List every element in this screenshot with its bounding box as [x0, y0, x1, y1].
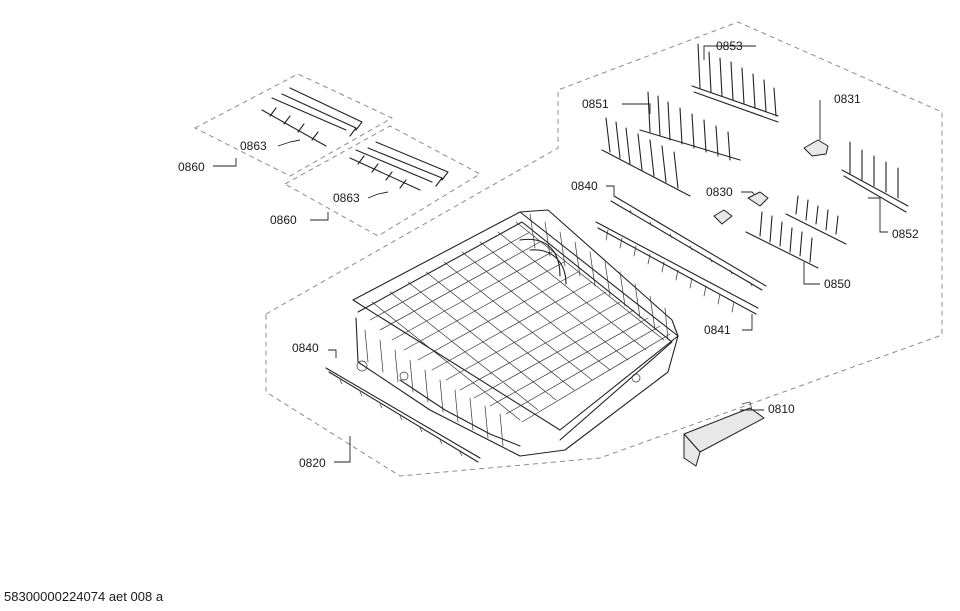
basket-group-outline [265, 21, 943, 477]
label-0820: 0820 [299, 456, 326, 470]
label-0810: 0810 [768, 402, 795, 416]
upper-basket [352, 209, 679, 457]
tine-rack-0852 [841, 141, 909, 213]
label-0853: 0853 [716, 39, 743, 53]
label-0850: 0850 [824, 277, 851, 291]
label-0840-bottom: 0840 [292, 341, 319, 355]
label-0840-top: 0840 [571, 179, 598, 193]
label-0841: 0841 [704, 323, 731, 337]
label-0831: 0831 [834, 92, 861, 106]
rail-0841 [595, 221, 759, 315]
tine-rack-0853 [691, 43, 779, 123]
label-0863-a: 0863 [240, 139, 267, 153]
accessory-rack-0863-upper [261, 87, 363, 147]
label-0863-b: 0863 [333, 191, 360, 205]
rail-0840-bottom [325, 367, 481, 463]
cover-0810 [683, 401, 765, 467]
clip-0830-a [747, 191, 769, 207]
accessory-group-outline-lower [283, 125, 482, 237]
label-0860-a: 0860 [178, 160, 205, 174]
label-0852: 0852 [892, 227, 919, 241]
rail-0840-top [610, 195, 767, 291]
accessory-rack-0863-lower [349, 141, 449, 191]
label-0830: 0830 [706, 185, 733, 199]
tine-rack-0851 [601, 91, 741, 197]
document-id: 58300000224074 aet 008 a [4, 589, 164, 604]
label-0860-b: 0860 [270, 213, 297, 227]
clip-0831 [803, 139, 829, 157]
tine-rack-0850 [745, 195, 847, 269]
clip-0830-b [713, 209, 733, 225]
label-0851: 0851 [582, 97, 609, 111]
accessory-group-outline-upper [193, 73, 394, 177]
